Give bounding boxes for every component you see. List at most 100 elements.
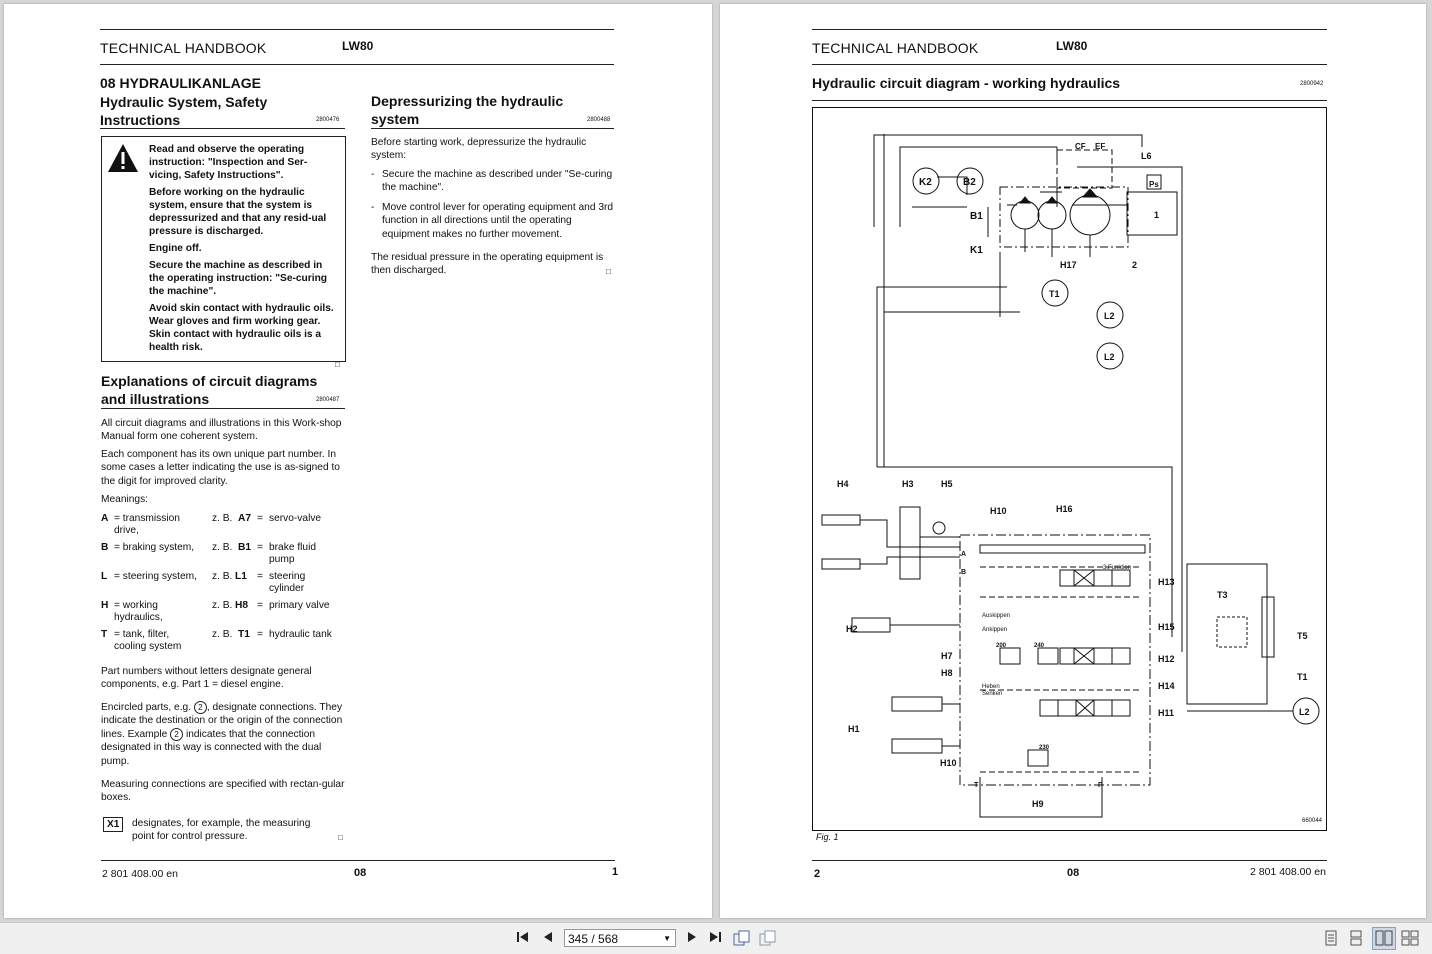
depress-code: 2800488 [587, 117, 611, 123]
header-model: LW80 [1056, 39, 1088, 53]
meaning-letter: A [101, 513, 109, 524]
depress-title-line2: system [371, 111, 420, 127]
single-page-icon [1325, 930, 1337, 946]
diagram-title: Hydraulic circuit diagram - working hydr… [812, 75, 1121, 91]
pump-main [1069, 194, 1111, 236]
component-1-box [1126, 191, 1178, 236]
footer-page-number: 2 [814, 868, 821, 880]
meaning-def: = transmission drive, [114, 513, 180, 536]
rotate-page-icon [733, 930, 750, 946]
footer-doc: 2 801 408.00 en [102, 868, 178, 880]
valve-240 [1037, 647, 1059, 665]
continuous-view-button[interactable] [1349, 930, 1363, 949]
label-2: 2 [1132, 260, 1137, 270]
label-h2: H2 [846, 624, 858, 634]
header-rule [812, 29, 1327, 30]
end-mark: □ [335, 360, 340, 369]
label-t5: T5 [1297, 631, 1308, 641]
meaning-letter: T [101, 629, 108, 640]
warning-line: Before working on the hydraulic system, … [149, 187, 327, 237]
page-number-select[interactable]: 345 / 568 ▼ [564, 929, 676, 947]
expl-paragraph-5: Measuring connections are specified with… [101, 779, 345, 804]
control-valve-block [959, 534, 1151, 786]
meaning-example: z. B. [212, 571, 233, 582]
depress-outro: The residual pressure in the operating e… [371, 252, 604, 277]
label-h10: H10 [940, 758, 957, 768]
rotate-button[interactable] [733, 930, 751, 949]
meaning-row: H = working hydraulics, z. B. H8 = prima… [101, 600, 351, 626]
label-l6: L6 [1141, 151, 1152, 161]
spool-lift [1039, 699, 1131, 717]
label-h9: H9 [1032, 799, 1044, 809]
label-h12: H12 [1158, 654, 1175, 664]
warning-line: Read and observe the operating instructi… [149, 144, 308, 181]
expl-paragraph-2: Each component has its own unique part n… [101, 449, 340, 487]
page-indicator: 345 / 568 [568, 932, 619, 946]
chevron-down-icon: ▼ [663, 934, 671, 943]
page-layout-button[interactable] [759, 930, 777, 949]
first-page-button[interactable] [516, 930, 530, 947]
label-t: T [974, 782, 979, 789]
expl-title-line2: and illustrations [101, 391, 210, 407]
label-t1: T1 [1049, 289, 1060, 299]
meaning-code: T1 [238, 629, 250, 640]
footer-section: 08 [1067, 867, 1080, 879]
expl-paragraph-4: Encircled parts, e.g. 2, designate conne… [101, 701, 348, 768]
label-h3: H3 [902, 479, 914, 489]
label-l2: L2 [1104, 352, 1115, 362]
expl-p4-middle: , designate connections. They indicate t… [101, 702, 343, 740]
expl-rule [101, 408, 345, 409]
warning-line: Avoid skin contact with hydraulic oils. … [149, 303, 334, 353]
x1-label: X1 [103, 817, 124, 833]
label-p: P [1098, 782, 1103, 789]
last-page-button[interactable] [708, 930, 722, 947]
single-page-view-button[interactable] [1324, 930, 1338, 949]
valve-230 [1027, 749, 1049, 767]
meaning-eq: = [257, 513, 263, 524]
safety-title-line2: Instructions [100, 112, 181, 128]
filter-cooling-box [1186, 563, 1268, 705]
label-200: 200 [996, 643, 1007, 649]
meaning-eq: = [257, 629, 263, 640]
label-l2: L2 [1104, 311, 1115, 321]
label-k2: K2 [919, 177, 932, 188]
label-t3: T3 [1217, 590, 1228, 600]
meaning-code: H8 [235, 600, 249, 611]
label-3-funktion: 3.Funktion [1103, 565, 1131, 571]
facing-pages-view-button[interactable] [1372, 927, 1396, 950]
valve-200 [999, 647, 1021, 665]
pump-mid [1037, 200, 1067, 230]
next-page-button[interactable] [686, 930, 698, 947]
label-h17: H17 [1060, 260, 1077, 270]
section-title: 08 HYDRAULIKANLAGE [100, 75, 262, 91]
spool-tilt [1059, 647, 1131, 665]
header-rule [100, 29, 614, 30]
continuous-page-icon [1350, 930, 1362, 946]
meaning-example: z. B. [212, 513, 233, 524]
depress-title-line1: Depressurizing the hydraulic [371, 93, 564, 109]
header-model: LW80 [342, 39, 374, 53]
expl-title-line1: Explanations of circuit diagrams [101, 373, 318, 389]
last-page-icon [710, 932, 721, 942]
meanings-label: Meanings: [101, 494, 149, 505]
meaning-expl: brake fluid pump [269, 542, 317, 565]
meaning-example: z. B. [212, 629, 233, 640]
accumulator-h5 [932, 521, 946, 535]
previous-page-button[interactable] [542, 930, 554, 947]
right-page: TECHNICAL HANDBOOK LW80 Hydraulic circui… [720, 4, 1426, 918]
expl-paragraph-1: All circuit diagrams and illustrations i… [101, 418, 342, 443]
meaning-def: = steering system, [114, 571, 197, 582]
label-h1: H1 [848, 724, 860, 734]
expl-p4-end: indicates that the connection designated… [101, 728, 322, 767]
label-auskippen: Auskippen [982, 613, 1010, 619]
facing-continuous-view-button[interactable] [1401, 930, 1419, 949]
pump-b1 [1010, 200, 1040, 230]
label-h13: H13 [1158, 577, 1175, 587]
connection-circle: 2 [193, 701, 207, 714]
label-l2: L2 [1299, 707, 1310, 717]
pump-housing [999, 186, 1129, 248]
label-h14: H14 [1158, 681, 1175, 691]
warning-line: Engine off. [149, 243, 202, 254]
depress-step: Move control lever for operating equipme… [371, 201, 615, 241]
label-k1: K1 [970, 245, 983, 256]
